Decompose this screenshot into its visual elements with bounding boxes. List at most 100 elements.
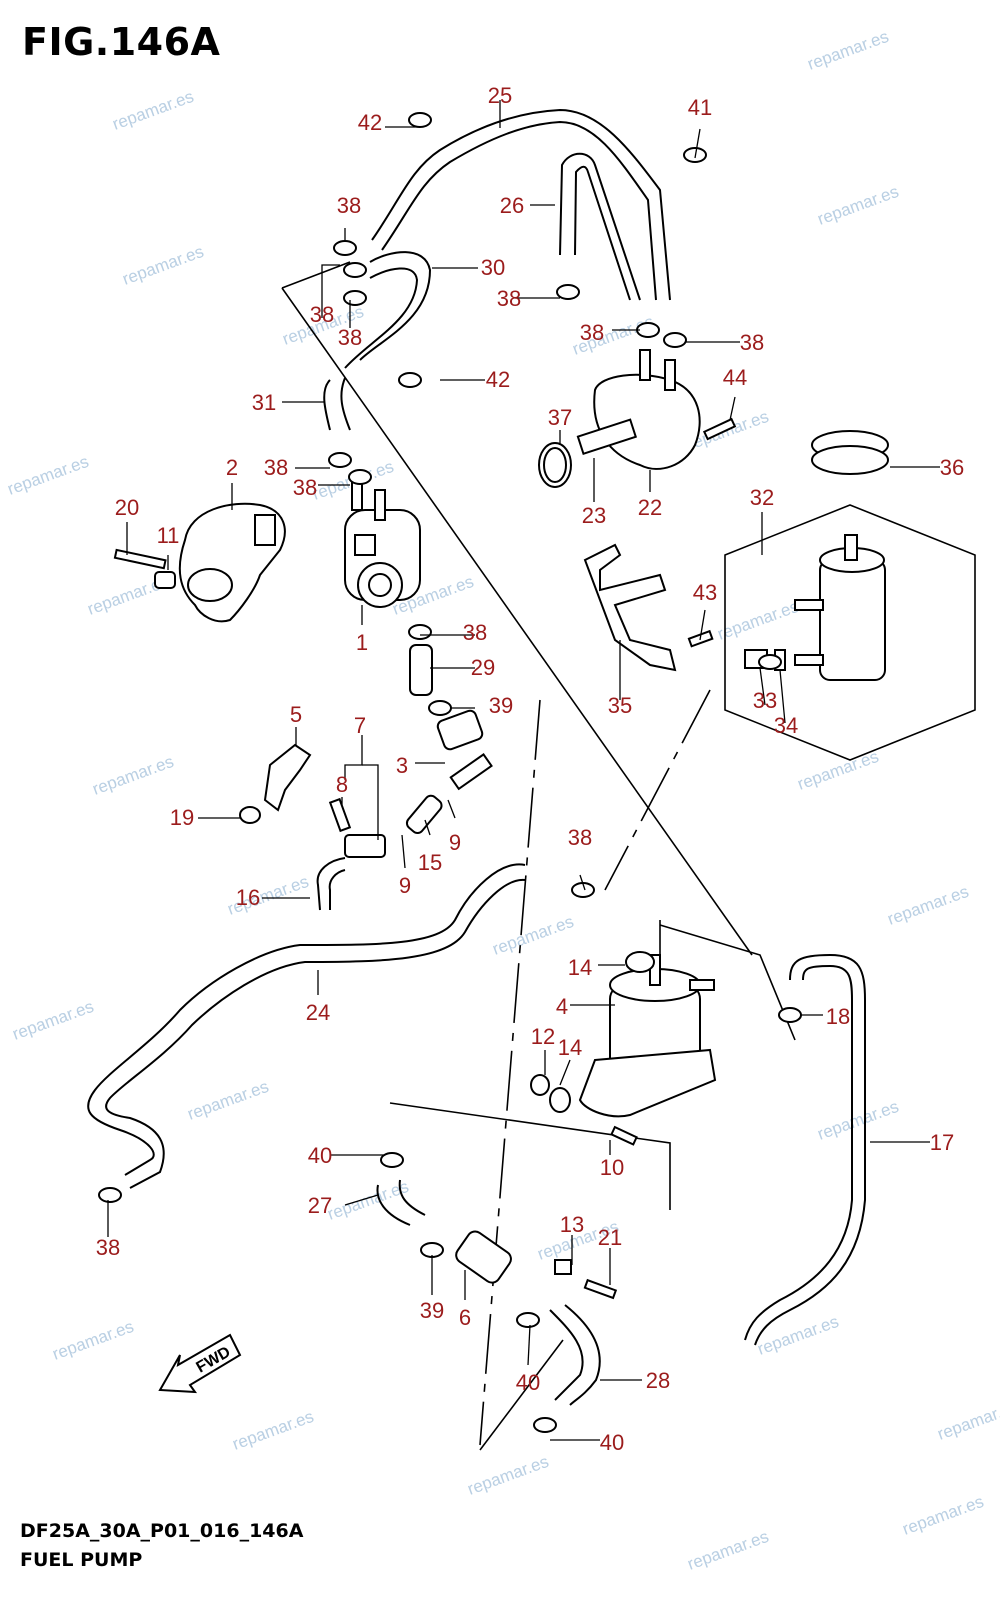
callout-40: 40: [600, 1430, 624, 1455]
callout-26: 26: [500, 193, 524, 218]
hose-clamp: [663, 332, 687, 348]
watermark-text: repamar.es: [5, 452, 91, 499]
hose-clamp: [556, 284, 580, 300]
callout-41: 41: [688, 95, 712, 120]
callout-14: 14: [568, 955, 592, 980]
watermark-text: repamar.es: [50, 1317, 136, 1364]
callout-33: 33: [753, 688, 777, 713]
hose-clamp: [98, 1187, 122, 1203]
figure-title: FIG.146A: [22, 20, 221, 64]
watermark-text: repamar.es: [715, 597, 801, 644]
hose-clamp: [636, 322, 660, 338]
callout-7: 7: [354, 713, 366, 738]
watermark-text: repamar.es: [230, 1407, 316, 1454]
hose-clamp: [408, 624, 432, 640]
parts: [113, 349, 889, 1394]
callout-43: 43: [693, 580, 717, 605]
callout-38: 38: [337, 193, 361, 218]
callout-19: 19: [170, 805, 194, 830]
watermark-text: repamar.es: [685, 1527, 771, 1574]
watermark-text: repamar.es: [325, 1177, 411, 1224]
callout-34: 34: [774, 713, 798, 738]
hoses: [87, 108, 866, 1406]
callout-28: 28: [646, 1368, 670, 1393]
callout-22: 22: [638, 495, 662, 520]
clamps: [98, 112, 802, 1433]
callout-2: 2: [226, 455, 238, 480]
callout-38: 38: [463, 620, 487, 645]
reference-lines: [281, 261, 976, 1451]
callout-38: 38: [740, 330, 764, 355]
callout-20: 20: [115, 495, 139, 520]
callout-27: 27: [308, 1193, 332, 1218]
hose-clamp: [408, 112, 432, 128]
hose-clamp: [348, 469, 372, 485]
callout-9: 9: [399, 873, 411, 898]
callout-14: 14: [558, 1035, 582, 1060]
callout-8: 8: [336, 772, 348, 797]
callout-38: 38: [293, 475, 317, 500]
watermark-text: repamar.es: [90, 752, 176, 799]
watermark-text: repamar.es: [900, 1492, 986, 1539]
callout-38: 38: [497, 286, 521, 311]
callout-6: 6: [459, 1305, 471, 1330]
callout-38: 38: [580, 320, 604, 345]
hose-clamp: [398, 372, 422, 388]
callout-38: 38: [310, 302, 334, 327]
callout-36: 36: [940, 455, 964, 480]
watermark-text: repamar.es: [755, 1312, 841, 1359]
callout-42: 42: [358, 110, 382, 135]
callout-38: 38: [96, 1235, 120, 1260]
figure-code: DF25A_30A_P01_016_146A: [20, 1520, 304, 1542]
callout-37: 37: [548, 405, 572, 430]
watermark-text: repamar.es: [185, 1077, 271, 1124]
callout-13: 13: [560, 1212, 584, 1237]
hose-clamp: [343, 262, 367, 278]
watermark-text: repamar.es: [815, 182, 901, 229]
callout-38: 38: [338, 325, 362, 350]
callout-3: 3: [396, 753, 408, 778]
callout-21: 21: [598, 1225, 622, 1250]
callout-38: 38: [264, 455, 288, 480]
callout-15: 15: [418, 850, 442, 875]
hose-clamp: [420, 1242, 444, 1258]
hose-clamp: [428, 700, 452, 716]
callout-25: 25: [488, 83, 512, 108]
callout-38: 38: [568, 825, 592, 850]
hose-clamp: [516, 1312, 540, 1328]
hose-clamp: [343, 290, 367, 306]
watermark-text: repamar.es: [795, 747, 881, 794]
hose-clamp: [380, 1152, 404, 1168]
callout-11: 11: [157, 523, 180, 548]
callout-12: 12: [531, 1024, 555, 1049]
callout-18: 18: [826, 1004, 850, 1029]
callout-35: 35: [608, 693, 632, 718]
watermark-text: repamar.es: [120, 242, 206, 289]
callout-17: 17: [930, 1130, 954, 1155]
filter-inset-box: [724, 504, 976, 761]
watermark-text: repamar.es: [805, 27, 891, 74]
callout-44: 44: [723, 365, 747, 390]
callout-42: 42: [486, 367, 510, 392]
hose-clamp: [758, 654, 782, 670]
watermark-text: repamar.es: [10, 997, 96, 1044]
callout-4: 4: [556, 994, 568, 1019]
callout-23: 23: [582, 503, 606, 528]
callout-31: 31: [252, 390, 276, 415]
callout-9: 9: [449, 830, 461, 855]
figure-name: FUEL PUMP: [20, 1549, 143, 1571]
callout-labels: 1234567899101112131414151617181920212223…: [96, 83, 964, 1455]
hose-clamp: [333, 240, 357, 256]
watermark-text: repamar.es: [815, 1097, 901, 1144]
watermark-text: repamar.es: [465, 1452, 551, 1499]
callout-40: 40: [516, 1370, 540, 1395]
callout-40: 40: [308, 1143, 332, 1168]
hose-clamp: [533, 1417, 557, 1433]
callout-10: 10: [600, 1155, 624, 1180]
callout-32: 32: [750, 485, 774, 510]
watermark-text: repamar.es: [490, 912, 576, 959]
callout-30: 30: [481, 255, 505, 280]
callout-24: 24: [306, 1000, 330, 1025]
callout-29: 29: [471, 655, 495, 680]
